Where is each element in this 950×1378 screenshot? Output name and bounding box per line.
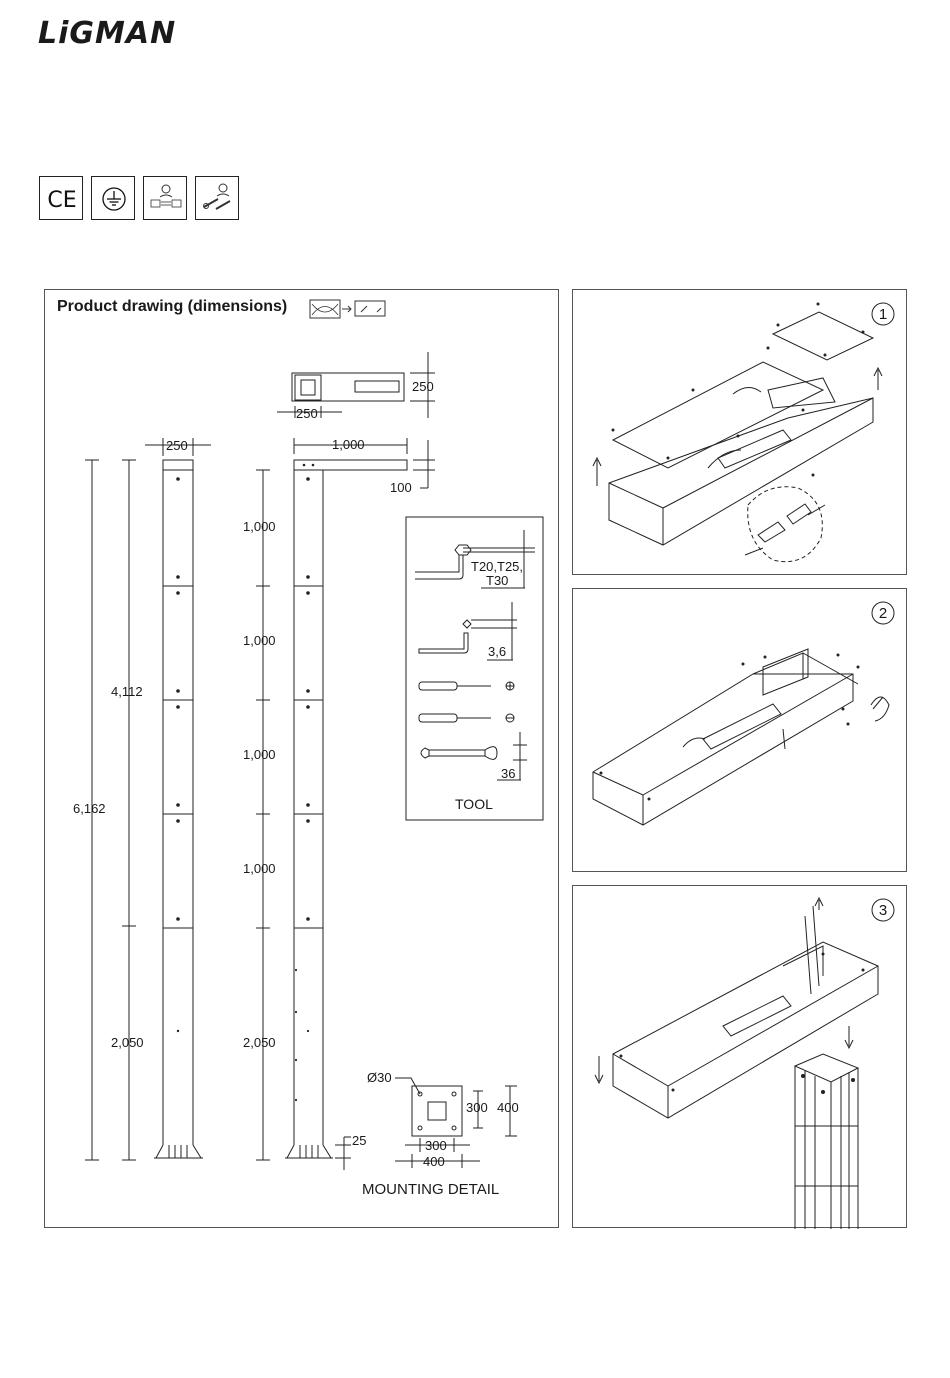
- tool-wrench-label: 36: [501, 766, 515, 781]
- section-height-label-2: 1,000: [243, 633, 276, 648]
- mounting-inner-horizontal: 300: [425, 1138, 447, 1153]
- dimension-drawing: 250 250 250 1,000 100 6,162 4,112 2,050 …: [45, 290, 560, 1229]
- ce-label: CE: [47, 188, 76, 213]
- upper-height-label: 4,112: [111, 684, 143, 699]
- brand-logo: LiGMAN: [38, 16, 176, 51]
- step-3-illustration: 3: [573, 886, 908, 1229]
- arm-height-label: 100: [390, 480, 412, 495]
- step-1-panel: 1: [572, 289, 907, 575]
- mounting-outer-vertical: 400: [497, 1100, 519, 1115]
- tool-hex-label: 3,6: [488, 644, 506, 659]
- tool-caption: TOOL: [455, 796, 493, 812]
- mounting-hole-label: Ø30: [367, 1070, 392, 1085]
- lower-height-label-right: 2,050: [243, 1035, 276, 1050]
- mounting-caption: MOUNTING DETAIL: [362, 1181, 499, 1198]
- step-1-illustration: 1: [573, 290, 908, 576]
- tool-torx-label: T20,T25,: [471, 559, 523, 574]
- step-3-panel: 3: [572, 885, 907, 1228]
- pole-width-label: 250: [166, 438, 188, 453]
- top-view-width: 250: [296, 406, 318, 421]
- earth-ground-icon: [91, 176, 135, 220]
- ce-mark-icon: CE: [39, 176, 83, 220]
- tool-torx-label-2: T30: [486, 573, 508, 588]
- lower-height-label-left: 2,050: [111, 1035, 144, 1050]
- installer-voltage-icon: [143, 176, 187, 220]
- top-view-height: 250: [412, 379, 434, 394]
- mounting-outer-horizontal: 400: [423, 1154, 445, 1169]
- step-2-number: 2: [879, 605, 887, 622]
- step-3-number: 3: [879, 902, 887, 919]
- step-2-illustration: 2: [573, 589, 908, 873]
- mounting-inner-vertical: 300: [466, 1100, 488, 1115]
- product-drawing-panel: Product drawing (dimensions): [44, 289, 559, 1228]
- section-height-label-1: 1,000: [243, 519, 276, 534]
- base-height-label: 25: [352, 1133, 366, 1148]
- arm-length-label: 1,000: [332, 437, 365, 452]
- step-2-panel: 2: [572, 588, 907, 872]
- step-1-number: 1: [879, 306, 887, 323]
- section-height-label-3: 1,000: [243, 747, 276, 762]
- total-height-label: 6,162: [73, 801, 106, 816]
- installer-tools-icon: [195, 176, 239, 220]
- section-height-label-4: 1,000: [243, 861, 276, 876]
